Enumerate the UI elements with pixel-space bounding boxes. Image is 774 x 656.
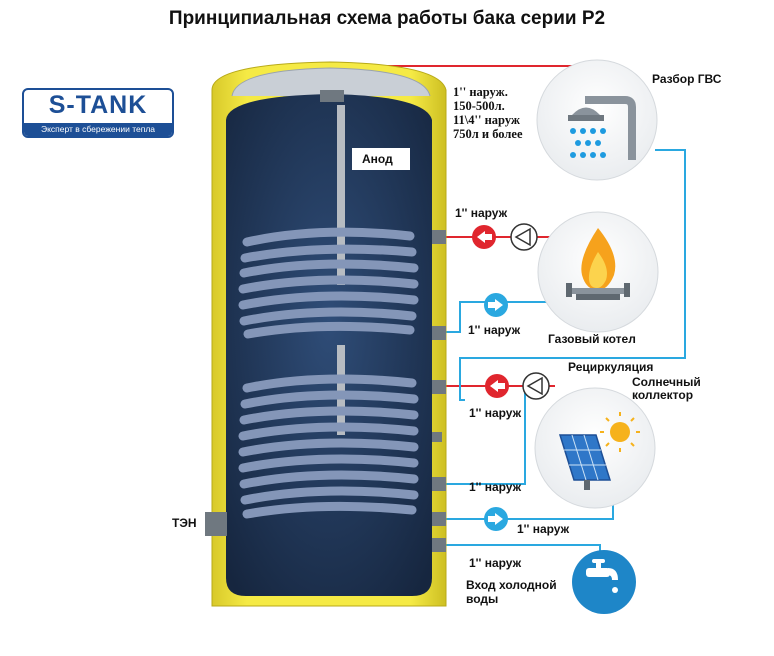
logo-slogan: Эксперт в сбережении тепла	[24, 123, 172, 136]
solar-flow-label: 1'' наруж	[469, 406, 522, 420]
solar-return-label: 1'' наруж	[517, 522, 570, 536]
recirculation-label: Рециркуляция	[568, 360, 654, 374]
arrow-left-icon	[472, 225, 509, 398]
heater-label: ТЭН	[172, 516, 197, 530]
water-tap-icon	[572, 550, 636, 614]
logo-name: S-TANK	[48, 91, 148, 119]
solar-panel-icon	[534, 387, 656, 509]
top-connection-line-2: 150-500л.	[453, 99, 505, 113]
top-connection-line-4: 750л и более	[453, 127, 523, 141]
brand-logo: S-TANK Эксперт в сбережении тепла	[22, 88, 174, 138]
boiler-flow-label: 1'' наруж	[455, 206, 508, 220]
anode-label: Анод	[352, 148, 410, 170]
shower-icon	[536, 59, 658, 181]
dhw-outlet-label: Разбор ГВС	[652, 72, 722, 86]
cold-inlet-label: Вход холодной воды	[466, 578, 557, 606]
top-connection-label: 1'' наруж. 150-500л. 11\4'' наруж 750л и…	[453, 85, 523, 141]
boiler-return-label: 1'' наруж	[468, 323, 521, 337]
tank	[205, 61, 447, 607]
cold-inlet-connection-label: 1'' наруж	[469, 556, 522, 570]
diagram-title: Принципиальная схема работы бака серии Р…	[168, 8, 606, 29]
arrow-right-icon	[484, 293, 508, 531]
top-connection-line-3: 11\4'' наруж	[453, 113, 520, 127]
solar-collector-label: Солнечный коллектор	[632, 375, 701, 402]
gas-flame-icon	[537, 211, 659, 333]
pump-icon	[510, 223, 550, 400]
gas-boiler-label: Газовый котел	[548, 332, 636, 346]
top-connection-line-1: 1'' наруж.	[453, 85, 508, 99]
sensor-label: 1'' наруж	[469, 480, 522, 494]
